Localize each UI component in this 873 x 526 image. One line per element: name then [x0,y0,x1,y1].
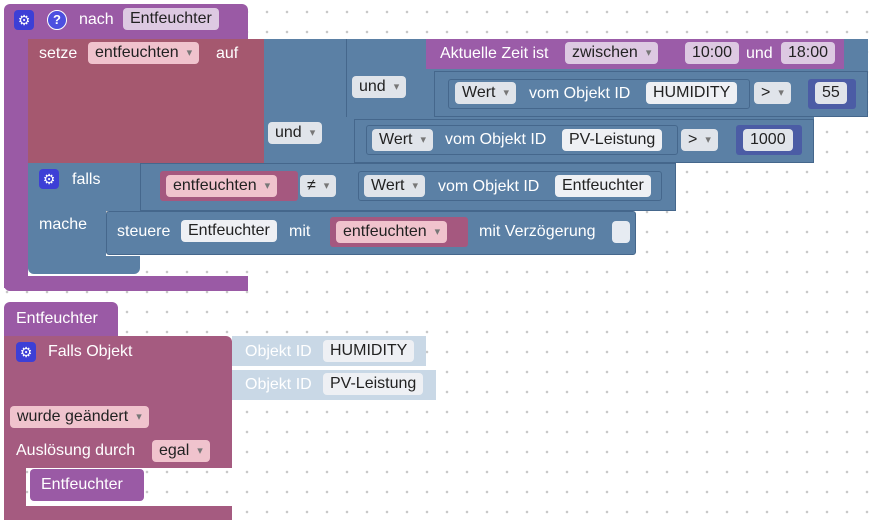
trigger-block-body [4,466,26,508]
vom-objekt-label-humidity: vom Objekt ID [529,85,631,102]
function-definition-title: Entfeuchter [16,310,98,327]
und-operator-dropdown-outer[interactable]: und [268,122,323,144]
delay-checkbox[interactable] [612,221,630,243]
mit-variable-dropdown[interactable]: entfeuchten [336,221,448,243]
mit-verzoegerung-label: mit Verzögerung [479,223,596,240]
time-from-field[interactable]: 10:00 [685,42,740,64]
falls-variable-dropdown[interactable]: entfeuchten [166,175,278,197]
function-name-field[interactable]: Entfeuchter [123,8,219,30]
time-to-field[interactable]: 18:00 [781,42,836,64]
setze-variable-dropdown[interactable]: entfeuchten [88,42,200,64]
steuere-object-field[interactable]: Entfeuchter [181,220,277,242]
function-call-label: Entfeuchter [41,476,123,493]
function-block-bottom [4,276,248,291]
wert-dropdown-pv[interactable]: Wert [372,129,434,151]
gear-icon[interactable]: ⚙ [14,10,34,30]
object-id-field-pv-trigger[interactable]: PV-Leistung [323,373,424,395]
falls-block-bottom [28,256,140,274]
falls-vom-objekt-label: vom Objekt ID [438,178,540,195]
number-field-55[interactable]: 55 [815,82,847,104]
wert-dropdown-humidity[interactable]: Wert [455,82,517,104]
falls-label: falls [72,171,101,188]
ausloesung-label: Auslösung durch [16,442,136,459]
gear-icon[interactable]: ⚙ [39,169,59,189]
auf-label: auf [216,45,239,62]
number-field-1000[interactable]: 1000 [743,129,793,151]
falls-objekt-label: Falls Objekt [48,343,133,360]
falls-object-id-field[interactable]: Entfeuchter [555,175,651,197]
object-id-field-humidity[interactable]: HUMIDITY [646,82,738,104]
compare-operator-pv[interactable]: > [681,129,718,151]
gear-icon[interactable]: ⚙ [16,342,36,362]
mit-label: mit [289,223,311,240]
time-und-label: und [746,45,773,62]
object-id-label-pv: Objekt ID [245,376,312,393]
function-block-body [4,36,28,288]
falls-operator-dropdown[interactable]: ≠ [300,175,337,197]
steuere-label: steuere [117,223,171,240]
object-id-field-humidity-trigger[interactable]: HUMIDITY [323,340,415,362]
object-id-field-pv[interactable]: PV-Leistung [562,129,663,151]
function-call-block[interactable] [30,469,144,501]
mache-label: mache [39,216,88,233]
setze-label: setze [39,45,78,62]
falls-block-body [28,208,106,258]
time-mode-dropdown[interactable]: zwischen [565,42,659,64]
trigger-block-bottom [4,506,232,520]
help-icon[interactable]: ? [47,10,67,30]
und-operator-dropdown-inner[interactable]: und [352,76,407,98]
falls-wert-dropdown[interactable]: Wert [364,175,426,197]
time-label: Aktuelle Zeit ist [440,45,549,62]
vom-objekt-label-pv: vom Objekt ID [445,131,547,148]
ausloesung-dropdown[interactable]: egal [152,440,210,462]
compare-operator-humidity[interactable]: > [754,82,791,104]
change-type-dropdown[interactable]: wurde geändert [10,406,149,428]
function-definition-tab[interactable] [4,302,118,336]
nach-label: nach [79,11,114,28]
object-id-label-humidity: Objekt ID [245,343,312,360]
